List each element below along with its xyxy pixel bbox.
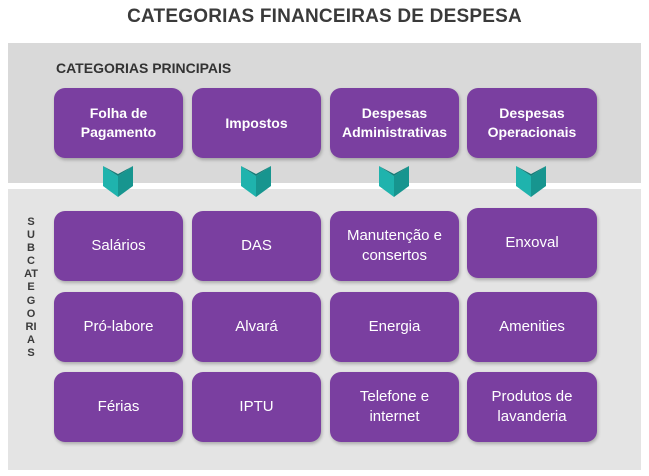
subcategory-box: Férias [54, 372, 183, 442]
subcategory-box: DAS [192, 211, 321, 281]
main-category-despesas-operacionais: Despesas Operacionais [467, 88, 597, 158]
main-category-despesas-administrativas: Despesas Administrativas [330, 88, 459, 158]
chevron-down-icon [516, 166, 546, 197]
page-title: CATEGORIAS FINANCEIRAS DE DESPESA [127, 6, 522, 27]
subcategory-box: Pró-labore [54, 292, 183, 362]
main-category-folha-de-pagamento: Folha de Pagamento [54, 88, 183, 158]
subcategory-box: Amenities [467, 292, 597, 362]
chevron-down-icon [241, 166, 271, 197]
subcategory-box: Energia [330, 292, 459, 362]
subcategory-box: Salários [54, 211, 183, 281]
chevron-down-icon [103, 166, 133, 197]
main-category-impostos: Impostos [192, 88, 321, 158]
subcategory-box: Telefone e internet [330, 372, 459, 442]
chevron-down-icon [379, 166, 409, 197]
main-categories-heading: CATEGORIAS PRINCIPAIS [56, 60, 232, 76]
subcategory-box: Alvará [192, 292, 321, 362]
subcategory-box: Enxoval [467, 208, 597, 278]
subcategory-box: IPTU [192, 372, 321, 442]
subcategory-box: Produtos de lavanderia [467, 372, 597, 442]
subcategory-box: Manutenção e consertos [330, 211, 459, 281]
subcategories-side-label: SUBCATEGORIAS [24, 216, 38, 359]
